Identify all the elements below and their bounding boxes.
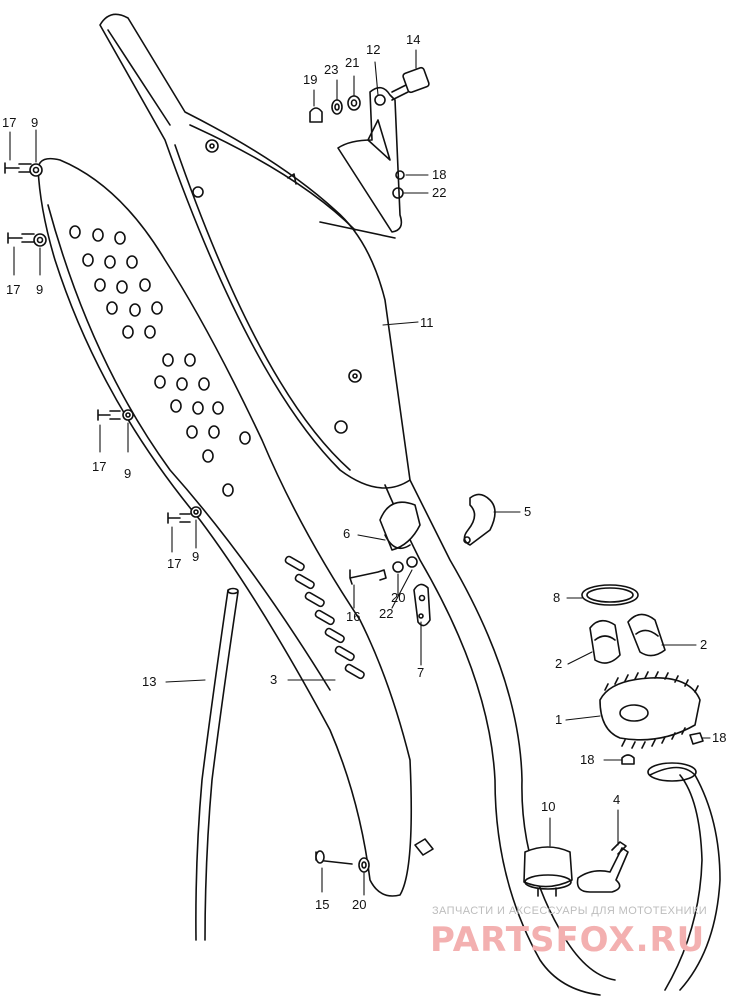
callout-22-b: 22 [379,606,394,621]
callout-11: 11 [420,315,434,330]
heat-shield-slots [284,555,365,680]
callout-20-b: 20 [352,897,367,912]
bottom-bolt [315,850,370,873]
callout-19: 19 [303,72,318,87]
callout-1: 1 [555,712,563,727]
callout-17-d: 17 [167,556,182,571]
exhaust-gasket [581,584,639,606]
callout-21: 21 [345,55,360,70]
small-nuts [621,732,704,765]
callout-7: 7 [417,665,425,680]
callout-9-d: 9 [192,549,200,564]
callout-2-a: 2 [555,656,563,671]
heat-shield-bolts [4,162,202,524]
callout-2-b: 2 [700,637,708,652]
watermark-caption: ЗАПЧАСТИ И АКСЕССУАРЫ ДЛЯ МОТОТЕХНИКИ [432,905,708,917]
callout-8: 8 [553,590,561,605]
callout-18-b: 18 [712,730,727,745]
exhaust-pipe [384,479,721,996]
callout-18-c: 18 [580,752,595,767]
watermark-logo: PARTSFOX.RU [430,920,706,960]
callout-10: 10 [541,799,556,814]
muffler [99,13,411,489]
callout-20-a: 20 [391,590,406,605]
small-washers [309,95,361,123]
callout-18-a: 18 [432,167,447,182]
callout-17-a: 17 [2,115,17,130]
callout-9-b: 9 [36,282,44,297]
callout-4: 4 [613,792,621,807]
callout-23: 23 [324,62,339,77]
callout-16: 16 [346,609,361,624]
callout-22-a: 22 [432,185,447,200]
callout-15: 15 [315,897,330,912]
small-pipe-clamp [463,493,496,546]
callout-3: 3 [270,672,278,687]
drain-tube [195,587,239,941]
pipe-sleeve [523,846,573,897]
callout-5: 5 [524,504,532,519]
pipe-bracket [576,841,629,893]
mount-bracket [319,66,430,239]
leader-lines [9,49,711,896]
callout-9-c: 9 [124,466,132,481]
callout-14: 14 [406,32,421,47]
exhaust-joint-nut [599,671,701,749]
callout-9-a: 9 [31,115,39,130]
heat-shield-holes [69,225,251,497]
callout-6: 6 [343,526,351,541]
callout-12: 12 [366,42,381,57]
split-collets [589,613,666,664]
callout-13: 13 [142,674,157,689]
heat-shield [37,157,434,897]
callout-17-b: 17 [6,282,21,297]
callout-17-c: 17 [92,459,107,474]
